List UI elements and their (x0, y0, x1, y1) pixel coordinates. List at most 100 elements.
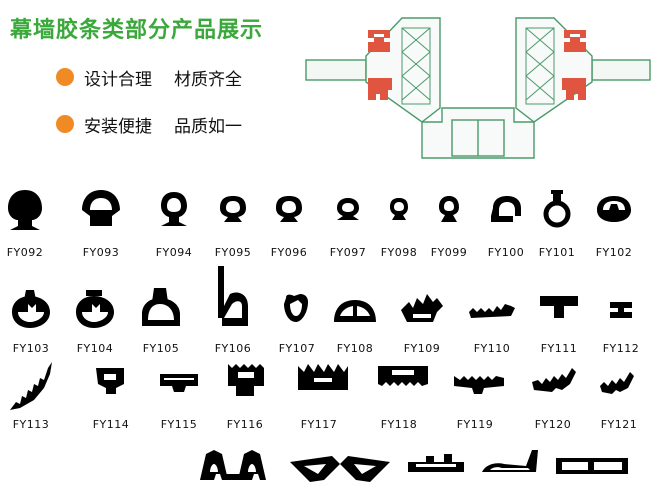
seal-profile-icon (96, 368, 124, 394)
seal-profile-icon (540, 296, 578, 318)
seal-profile-icon (218, 266, 248, 326)
product-item-partial (288, 444, 392, 498)
product-item: FY117 (290, 358, 348, 431)
seal-profile-icon (469, 304, 515, 318)
product-code: FY110 (473, 342, 511, 355)
seal-profile-icon (610, 302, 632, 318)
product-code: FY115 (160, 418, 198, 431)
seal-profile-icon (334, 300, 376, 322)
product-code: FY102 (595, 246, 633, 259)
product-code: FY105 (142, 342, 180, 355)
seal-profile-icon (276, 196, 302, 222)
curtain-wall-section-diagram (305, 17, 651, 159)
product-code: FY106 (214, 342, 252, 355)
product-item: FY094 (145, 186, 203, 259)
product-item: FY110 (463, 282, 521, 355)
seal-profile-icon (161, 192, 187, 226)
seal-profile-icon (298, 364, 348, 390)
seal-profile-icon (284, 294, 308, 322)
seal-profile-icon (408, 454, 464, 472)
product-item-partial (404, 444, 468, 498)
product-code: FY113 (12, 418, 50, 431)
product-item: FY115 (150, 358, 208, 431)
product-item: FY095 (204, 186, 262, 259)
product-item: FY093 (72, 186, 130, 259)
product-code: FY098 (380, 246, 418, 259)
product-item: FY109 (393, 282, 451, 355)
product-code: FY099 (430, 246, 468, 259)
product-code: FY121 (600, 418, 638, 431)
product-code: FY109 (403, 342, 441, 355)
product-item: FY113 (2, 358, 60, 431)
seal-profile-icon (597, 196, 631, 222)
product-code: FY111 (540, 342, 578, 355)
product-code: FY118 (380, 418, 418, 431)
seal-profile-icon (8, 190, 42, 230)
product-item: FY106 (204, 266, 262, 355)
product-item: FY108 (326, 282, 384, 355)
product-item-partial (196, 444, 280, 498)
seal-profile-icon (454, 376, 504, 394)
product-code: FY095 (214, 246, 252, 259)
product-item: FY099 (420, 186, 478, 259)
seal-profile-icon (439, 196, 459, 222)
product-item-partial (478, 444, 544, 498)
seal-profile-icon (12, 290, 50, 328)
feature-text: 材质齐全 (174, 69, 242, 90)
product-code: FY092 (6, 246, 44, 259)
product-code: FY114 (92, 418, 130, 431)
seal-profile-icon (142, 288, 180, 326)
seal-profile-icon (491, 196, 521, 222)
product-item: FY116 (216, 358, 274, 431)
feature-text: 安装便捷 (84, 116, 152, 137)
seal-profile-icon (337, 198, 359, 220)
product-item: FY107 (268, 282, 326, 355)
seal-profile-icon (290, 456, 390, 482)
product-item-partial (552, 444, 632, 498)
product-code: FY107 (278, 342, 316, 355)
product-code: FY117 (300, 418, 338, 431)
seal-profile-icon (228, 364, 264, 396)
seal-profile-icon (401, 294, 443, 322)
product-item: FY102 (585, 186, 643, 259)
product-code: FY103 (12, 342, 50, 355)
orange-bullet-icon (56, 68, 74, 86)
seal-profile-icon (482, 450, 538, 472)
product-item: FY103 (2, 282, 60, 355)
page-title: 幕墙胶条类部分产品展示 (10, 18, 264, 43)
product-item: FY092 (0, 186, 54, 259)
seal-profile-icon (82, 190, 120, 226)
feature-line-2: 安装便捷 品质如一 (56, 113, 242, 137)
product-item: FY119 (446, 358, 504, 431)
seal-profile-icon (378, 366, 428, 386)
product-item: FY101 (528, 186, 586, 259)
product-item: FY120 (524, 358, 582, 431)
seal-profile-icon (10, 362, 52, 410)
product-item: FY111 (530, 282, 588, 355)
product-code: FY120 (534, 418, 572, 431)
product-code: FY108 (336, 342, 374, 355)
seal-profile-icon (556, 458, 628, 474)
seal-profile-icon (76, 290, 114, 328)
seal-profile-icon (543, 190, 571, 228)
product-item: FY097 (319, 186, 377, 259)
product-item: FY096 (260, 186, 318, 259)
seal-profile-icon (390, 198, 408, 220)
seal-profile-icon (160, 374, 198, 392)
seal-profile-icon (200, 450, 266, 480)
orange-bullet-icon (56, 115, 74, 133)
product-item: FY104 (66, 282, 124, 355)
product-code: FY119 (456, 418, 494, 431)
product-item: FY105 (132, 282, 190, 355)
product-item: FY100 (477, 186, 535, 259)
product-item: FY114 (82, 358, 140, 431)
product-code: FY116 (226, 418, 264, 431)
product-code: FY101 (538, 246, 576, 259)
product-code: FY112 (602, 342, 640, 355)
product-item: FY098 (370, 186, 428, 259)
product-item: FY112 (592, 282, 650, 355)
product-code: FY096 (270, 246, 308, 259)
feature-line-1: 设计合理 材质齐全 (56, 66, 242, 90)
seal-profile-icon (600, 372, 634, 394)
feature-text: 设计合理 (84, 69, 152, 90)
